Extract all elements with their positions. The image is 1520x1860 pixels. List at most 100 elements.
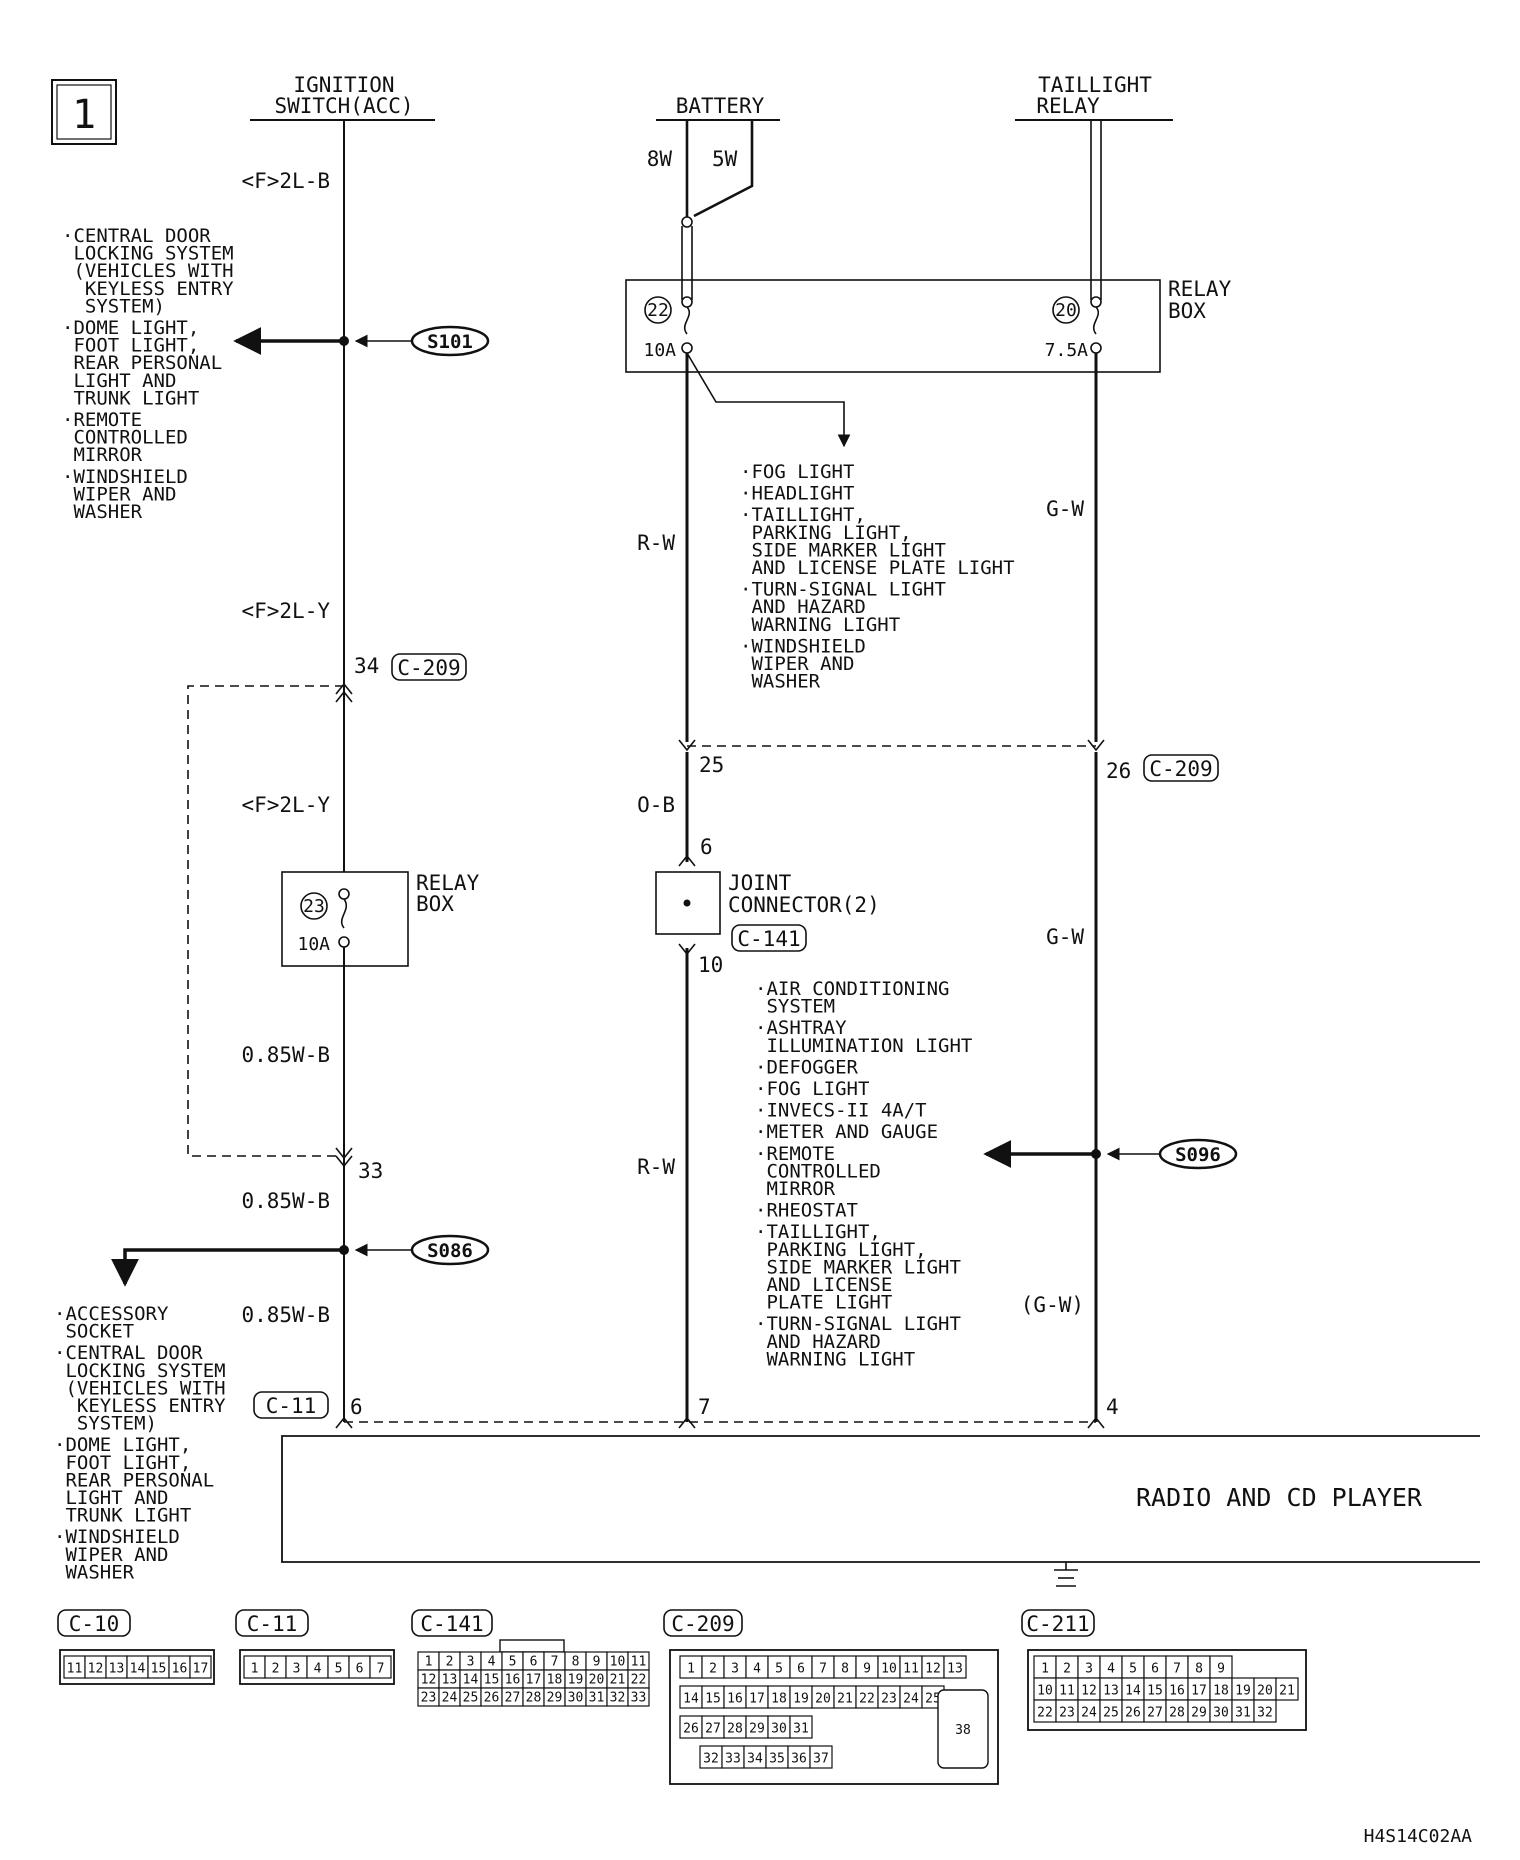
source-battery-label: BATTERY	[676, 94, 765, 118]
list-line: AND LICENSE PLATE LIGHT	[740, 557, 1015, 579]
connector-pin: 1	[687, 1661, 695, 1676]
list-line: ·WINDSHIELD	[54, 1526, 180, 1548]
connector-pin: 7	[1173, 1661, 1181, 1676]
radio-cd-player: RADIO AND CD PLAYER	[281, 1435, 1480, 1587]
wire-label-085wb-3: 0.85W-B	[241, 1303, 330, 1327]
connector-pin: 7	[819, 1661, 827, 1676]
pin-c209-33: 33	[358, 1159, 383, 1183]
list-line: ·TAILLIGHT,	[755, 1221, 881, 1243]
list-line: ·FOG LIGHT	[755, 1078, 869, 1100]
connector-pin: 13	[947, 1661, 963, 1676]
wire-label-085wb-2: 0.85W-B	[241, 1189, 330, 1213]
list-line: ·TAILLIGHT,	[740, 504, 866, 526]
list-line: ·METER AND GAUGE	[755, 1121, 938, 1143]
connector-pin: 24	[1081, 1705, 1097, 1720]
connector-pin: 30	[1213, 1705, 1229, 1720]
relay-box-top-line2: BOX	[1168, 299, 1206, 323]
connector-pin: 14	[1125, 1683, 1141, 1698]
connector-pin: 2	[272, 1661, 280, 1676]
list-line: SYSTEM)	[54, 1413, 157, 1435]
relay-box-top-line1: RELAY	[1168, 277, 1232, 301]
connector-pin: 16	[727, 1691, 743, 1706]
connector-pin: 31	[589, 1690, 605, 1705]
list-line: ·INVECS-II 4A/T	[755, 1100, 927, 1122]
connector-pin: 14	[463, 1672, 479, 1687]
connector-pin: 15	[484, 1672, 500, 1687]
splice-s086-label: S086	[427, 1240, 473, 1262]
connector-pin: 18	[771, 1691, 787, 1706]
component-label: RADIO AND CD PLAYER	[1136, 1483, 1423, 1512]
connector-pin: 18	[547, 1672, 563, 1687]
connector-pin: 3	[1085, 1661, 1093, 1676]
wire-label-f2ly-2: <F>2L-Y	[241, 793, 330, 817]
list-line: ·CENTRAL DOOR	[54, 1342, 203, 1364]
connector-pin: 19	[568, 1672, 584, 1687]
source-battery: BATTERY	[656, 94, 780, 121]
list-line: ·DEFOGGER	[755, 1056, 859, 1078]
list-line: REAR PERSONAL	[62, 352, 222, 374]
connector-pin: 13	[1103, 1683, 1119, 1698]
joint-connector-line1: JOINT	[728, 871, 792, 895]
connector-pin: 28	[727, 1721, 743, 1736]
list-fuse22: ·FOG LIGHT·HEADLIGHT·TAILLIGHT, PARKING …	[740, 461, 1015, 693]
connector-pin: 29	[547, 1690, 563, 1705]
list-line: AND HAZARD	[755, 1331, 881, 1353]
list-line: AND HAZARD	[740, 596, 866, 618]
connector-pin: 5	[335, 1661, 343, 1676]
connector-pin: 8	[841, 1661, 849, 1676]
connector-pin: 9	[1217, 1661, 1225, 1676]
connector-pin: 33	[631, 1690, 647, 1705]
list-line: ·HEADLIGHT	[740, 483, 854, 505]
list-line: SIDE MARKER LIGHT	[740, 539, 946, 561]
splice-s096-label: S096	[1175, 1144, 1221, 1166]
fuse-23-amp: 10A	[297, 934, 330, 955]
connector-pin: 5	[775, 1661, 783, 1676]
connector-pin: 36	[791, 1751, 807, 1766]
list-line: ·CENTRAL DOOR	[62, 225, 211, 247]
connector-pin: 37	[813, 1751, 829, 1766]
connector-pin: 12	[925, 1661, 941, 1676]
source-ignition-line2: SWITCH(ACC)	[274, 94, 413, 118]
connector-pin: 6	[1151, 1661, 1159, 1676]
wire-label-f2lb: <F>2L-B	[241, 169, 330, 193]
list-line: ·DOME LIGHT,	[54, 1434, 191, 1456]
connector-pin: 9	[593, 1654, 601, 1669]
connector-pin: 27	[505, 1690, 521, 1705]
list-line: MIRROR	[62, 444, 143, 466]
connector-pin: 26	[683, 1721, 699, 1736]
list-line: TRUNK LIGHT	[54, 1505, 191, 1527]
connector-pin: 2	[446, 1654, 454, 1669]
connector-pin: 20	[815, 1691, 831, 1706]
connector-pin: 30	[568, 1690, 584, 1705]
wire-label-ob: O-B	[637, 793, 675, 817]
list-line: LIGHT AND	[62, 370, 176, 392]
list-line: SIDE MARKER LIGHT	[755, 1256, 961, 1278]
wire-label-085wb-1: 0.85W-B	[241, 1043, 330, 1067]
list-line: MIRROR	[755, 1178, 836, 1200]
source-ignition-switch: IGNITION SWITCH(ACC)	[250, 73, 435, 121]
wire-label-gw-3: (G-W)	[1021, 1293, 1084, 1317]
connector-pin: 31	[1235, 1705, 1251, 1720]
connector-pin: 25	[463, 1690, 479, 1705]
conn-tag-c209-a: C-209	[397, 656, 460, 680]
list-line: ·REMOTE	[755, 1143, 835, 1165]
connector-pin: 1	[1041, 1661, 1049, 1676]
connector-pin: 32	[610, 1690, 626, 1705]
connector-pin: 3	[731, 1661, 739, 1676]
list-line: ·WINDSHIELD	[62, 466, 188, 488]
connector-pin: 6	[797, 1661, 805, 1676]
list-line: PARKING LIGHT,	[755, 1239, 927, 1261]
connector-pin: 15	[151, 1661, 167, 1676]
wire-label-f2ly-1: <F>2L-Y	[241, 599, 330, 623]
connector-c209-lower: 25 26 C-209	[678, 739, 1219, 783]
list-line: ·WINDSHIELD	[740, 635, 866, 657]
connector-pin: 2	[709, 1661, 717, 1676]
connector-pin: 35	[769, 1751, 785, 1766]
joint-connector-line2: CONNECTOR(2)	[728, 893, 880, 917]
connector-pin: 18	[1213, 1683, 1229, 1698]
connector-pin: 15	[705, 1691, 721, 1706]
connector-pin: 3	[467, 1654, 475, 1669]
connector-pin: 20	[589, 1672, 605, 1687]
pin-c209-34: 34	[354, 654, 379, 678]
